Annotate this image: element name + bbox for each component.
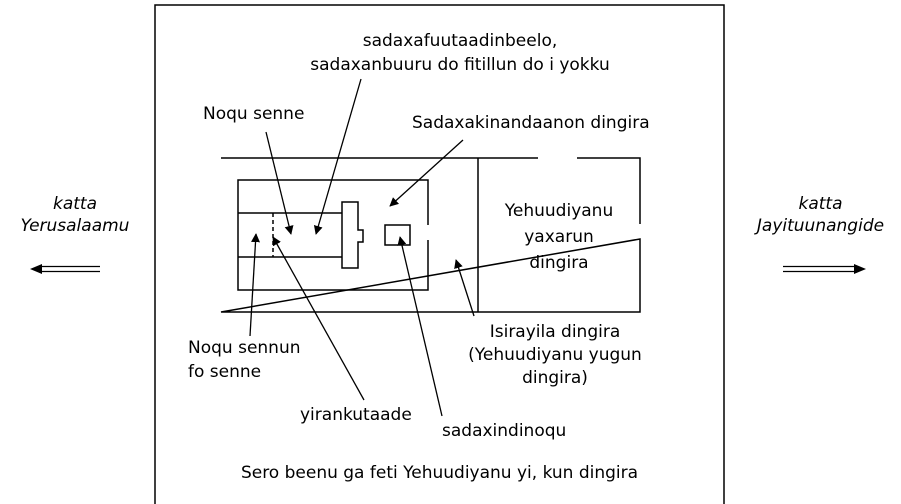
west-arrow bbox=[30, 264, 100, 274]
pointer-israel-court bbox=[454, 259, 475, 317]
east-direction-label: katta Jayituunangide bbox=[756, 194, 885, 236]
altar-shape bbox=[384, 224, 411, 246]
holy-place-label: Noqu senne bbox=[203, 104, 305, 124]
sanctuary-porch bbox=[341, 201, 364, 269]
israel-court-label: Isirayila dingira (Yehuudiyanu yugun din… bbox=[468, 322, 642, 388]
altar-items-label: sadaxafuutaadinbeelo, sadaxanbuuru do fi… bbox=[310, 31, 610, 75]
pointer-holy-place bbox=[265, 131, 294, 235]
outer-court-wall bbox=[154, 4, 725, 504]
gentiles-court-label: Sero beenu ga feti Yehuudiyanu yi, kun d… bbox=[240, 463, 639, 483]
pointer-sacrifice-court bbox=[389, 139, 464, 207]
jewish-women-court-label: Yehuudiyanu yaxarun dingira bbox=[504, 201, 614, 273]
curtain-label: yirankutaade bbox=[300, 405, 412, 425]
pointer-curtain bbox=[272, 236, 365, 401]
pointer-altar bbox=[397, 236, 443, 417]
east-arrow bbox=[783, 264, 866, 274]
west-direction-label: katta Yerusalaamu bbox=[20, 194, 130, 236]
most-holy-place-label: Noqu sennun fo senne bbox=[188, 338, 301, 382]
sacrifice-court-label: Sadaxakinandaanon dingira bbox=[412, 113, 650, 133]
compound-wall bbox=[220, 157, 641, 313]
pointer-most-holy-place bbox=[249, 233, 261, 337]
altar-label: sadaxindinoqu bbox=[442, 421, 567, 441]
pointer-altar-items bbox=[313, 78, 362, 235]
israel-court-wall bbox=[237, 179, 429, 291]
